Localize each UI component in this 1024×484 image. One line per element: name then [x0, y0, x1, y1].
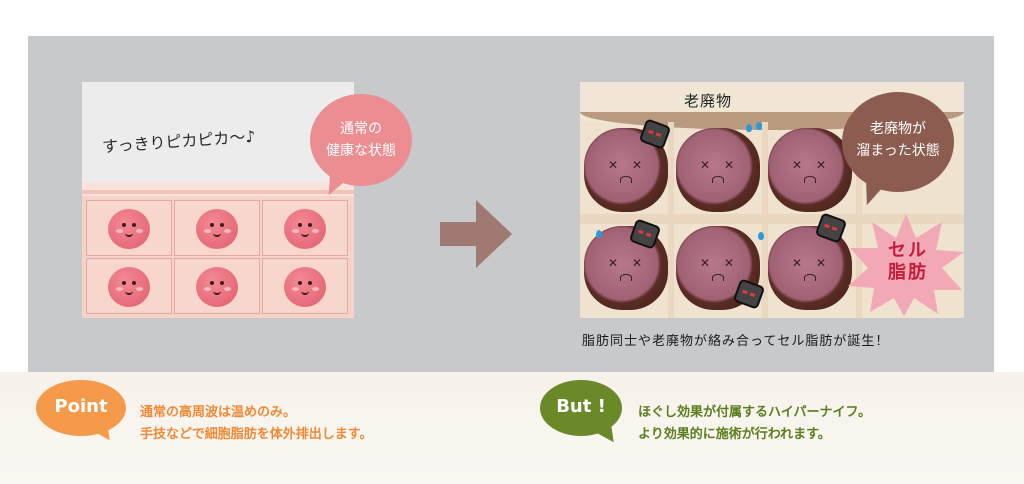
- but-bubble: [540, 380, 622, 436]
- cellulite-label: セル 脂肪: [868, 240, 948, 284]
- but-line: ほぐし効果が付属するハイパーナイフ。: [638, 405, 871, 420]
- but-line: より効果的に施術が行われます。: [638, 427, 831, 442]
- healthy-state-bubble: [310, 94, 412, 186]
- healthy-skin-illustration: すっきりピカピカ〜♪: [82, 82, 354, 318]
- water-drop-icon: [746, 124, 752, 132]
- bubble-line: 溜まった状態: [856, 143, 940, 159]
- healthy-cell-grid: [82, 196, 354, 318]
- waste-state-text: 老廃物が 溜まった状態: [842, 118, 954, 162]
- but-label: But !: [556, 396, 606, 417]
- water-drop-icon: [758, 232, 764, 240]
- clogged-fat-cell-icon: ✕✕: [676, 128, 760, 212]
- left-caption: すっきりピカピカ〜♪: [101, 126, 257, 157]
- point-bubble: [36, 380, 126, 436]
- healthy-state-text: 通常の 健康な状態: [310, 118, 412, 162]
- waste-state-bubble: [842, 92, 954, 192]
- smiling-fat-cell-icon: [196, 209, 238, 249]
- bubble-line: 通常の: [340, 121, 382, 137]
- burst-line: 脂肪: [888, 262, 928, 283]
- healthy-cell: [262, 258, 348, 314]
- bubble-line: 健康な状態: [326, 143, 396, 159]
- right-caption: 脂肪同士や老廃物が絡み合ってセル脂肪が誕生！: [582, 334, 890, 349]
- tissue-divider: [762, 122, 768, 318]
- tissue-divider: [856, 122, 862, 318]
- healthy-cell: [262, 200, 348, 256]
- healthy-cell: [174, 258, 260, 314]
- smiling-fat-cell-icon: [284, 267, 326, 307]
- tissue-divider: [580, 214, 964, 224]
- bubble-line: 老廃物が: [870, 121, 926, 137]
- bottom-panel: [0, 372, 1024, 484]
- water-drop-icon: [756, 122, 762, 130]
- clogged-fat-cell-icon: ✕✕: [768, 128, 852, 212]
- starburst-icon: [848, 214, 964, 316]
- healthy-cell: [174, 200, 260, 256]
- waste-label: 老廃物: [680, 90, 737, 111]
- smiling-fat-cell-icon: [284, 209, 326, 249]
- healthy-cell: [86, 200, 172, 256]
- water-drop-icon: [596, 230, 602, 238]
- tissue-divider: [668, 122, 674, 318]
- clogged-fat-cell-icon: ✕✕: [768, 226, 852, 310]
- smiling-fat-cell-icon: [108, 209, 150, 249]
- smiling-fat-cell-icon: [196, 267, 238, 307]
- healthy-cell: [86, 258, 172, 314]
- right-arrow-icon: [440, 200, 512, 268]
- skin-surface-line: [82, 190, 354, 194]
- smiling-fat-cell-icon: [108, 267, 150, 307]
- burst-line: セル: [888, 240, 928, 261]
- point-line: 手技などで細胞脂肪を体外排出します。: [140, 427, 373, 442]
- point-line: 通常の高周波は温めのみ。: [140, 405, 297, 420]
- point-label: Point: [54, 396, 108, 417]
- but-text: ほぐし効果が付属するハイパーナイフ。 より効果的に施術が行われます。: [638, 402, 871, 446]
- point-text: 通常の高周波は温めのみ。 手技などで細胞脂肪を体外排出します。: [140, 402, 372, 446]
